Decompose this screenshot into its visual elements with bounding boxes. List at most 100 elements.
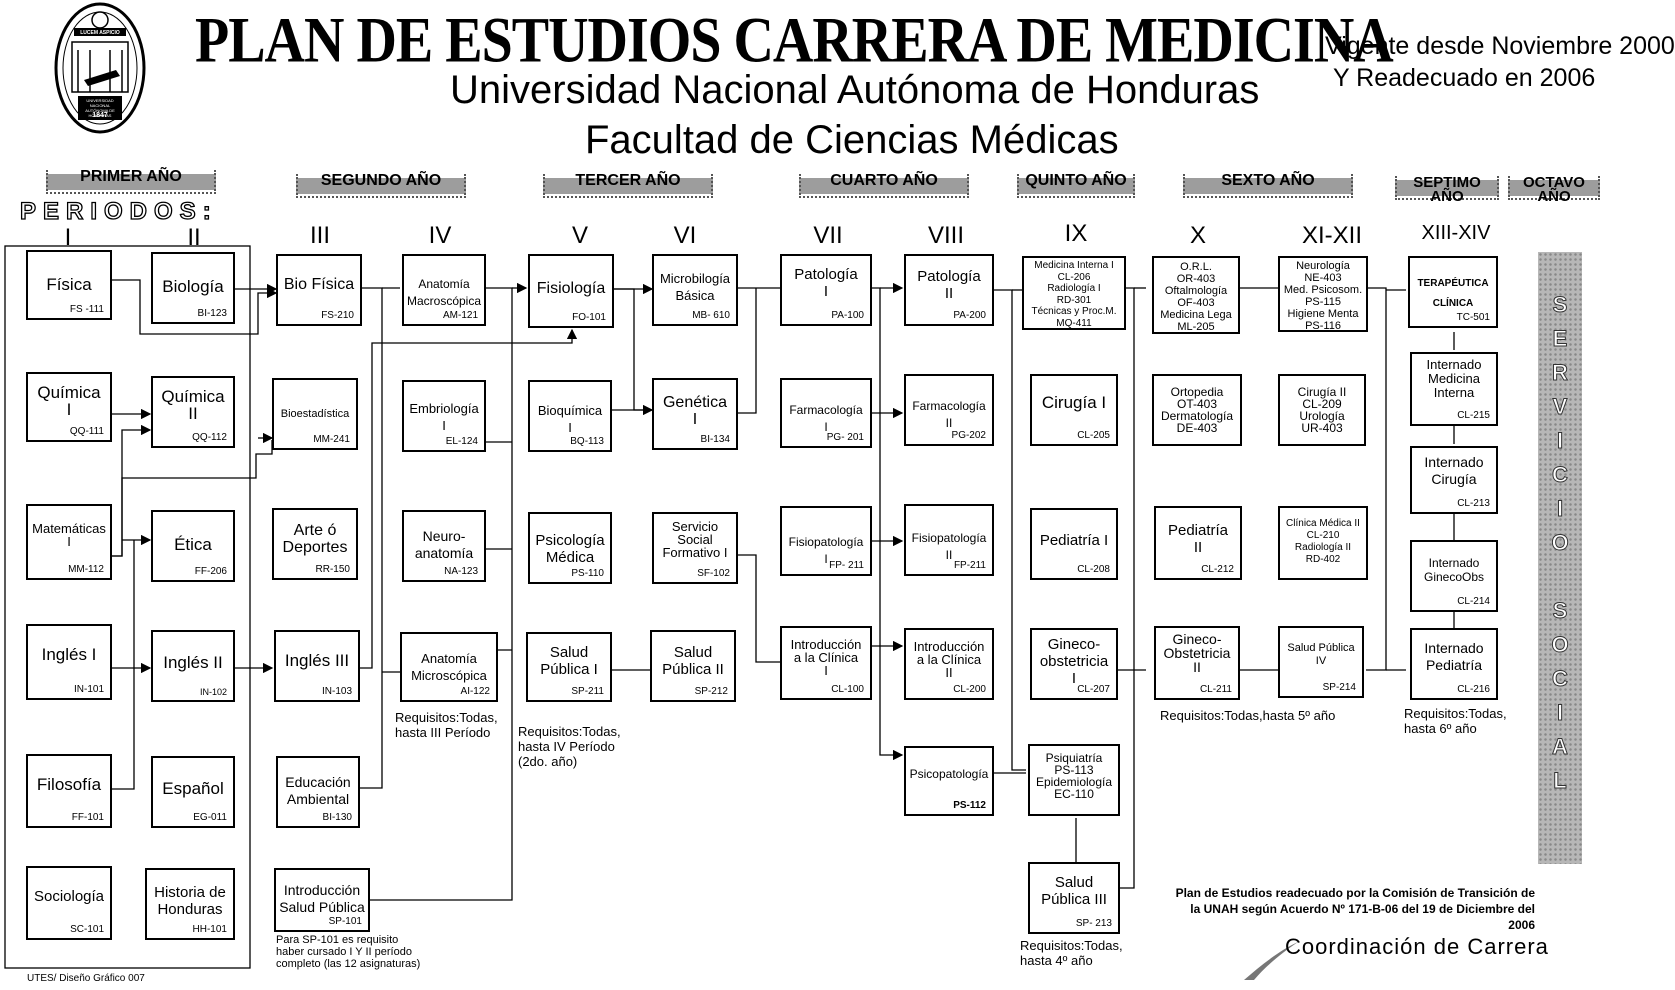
requirement-note: Requisitos:Todas, hasta 4º año — [1020, 938, 1123, 968]
period-13-14: XIII-XIV — [1421, 222, 1491, 244]
course-box[interactable]: Clínica Médica II CL-210 Radiología II R… — [1278, 506, 1368, 580]
prerequisite-lines — [4, 2, 1455, 969]
faculty-name: Facultad de Ciencias Médicas — [585, 118, 1119, 162]
period-7: VII — [813, 222, 843, 249]
period-3: III — [309, 222, 330, 249]
year-4: CUARTO AÑO — [799, 173, 969, 198]
period-11-12: XI-XII — [1301, 222, 1362, 249]
page-title: PLAN DE ESTUDIOS CARRERA DE MEDICINA — [195, 5, 1394, 77]
year-6: SEXTO AÑO — [1183, 173, 1353, 198]
period-9: IX — [1064, 220, 1088, 247]
coordination-label: Coordinación de Carrera — [1285, 934, 1549, 959]
seal-motto: LUCEM ASPICIO — [80, 30, 120, 36]
period-5: V — [571, 222, 588, 249]
servicio-letter: S — [1552, 598, 1568, 624]
servicio-letter: E — [1552, 326, 1568, 352]
period-8: VIII — [927, 222, 964, 249]
design-credit: UTES/ Diseño Gráfico 007 — [27, 973, 145, 984]
course-box[interactable]: Neurología NE-403 Med. Psicosom. PS-115 … — [1278, 256, 1368, 332]
periodos-label: PERIODOS: — [19, 197, 218, 225]
servicio-letter: I — [1556, 428, 1564, 454]
servicio-letter: L — [1553, 768, 1567, 794]
servicio-letter: C — [1552, 462, 1569, 488]
servicio-letter: V — [1552, 394, 1568, 420]
year-2: SEGUNDO AÑO — [296, 173, 466, 198]
period-10: X — [1189, 222, 1206, 249]
year-1: PRIMER AÑO — [46, 169, 216, 194]
seal-logo — [54, 2, 146, 134]
servicio-letter: R — [1552, 360, 1569, 386]
servicio-letter: I — [1556, 700, 1564, 726]
year-3: TERCER AÑO — [543, 173, 713, 198]
servicio-letter: I — [1556, 496, 1564, 522]
requirement-note: Requisitos:Todas, hasta 6º año — [1404, 706, 1507, 736]
servicio-letter: S — [1552, 292, 1568, 318]
university-name: Universidad Nacional Autónoma de Hondura… — [450, 68, 1260, 112]
period-6: VI — [673, 222, 697, 249]
course-box[interactable]: O.R.L. OR-403 Oftalmología OF-403 Medici… — [1152, 256, 1240, 334]
servicio-letter: C — [1552, 666, 1569, 692]
requirement-note: Requisitos:Todas, hasta IV Período (2do.… — [518, 724, 621, 769]
servicio-letter: O — [1551, 530, 1569, 556]
servicio-letter: A — [1552, 734, 1569, 760]
period-2: II — [187, 224, 201, 251]
course-box[interactable]: Ortopedia OT-403 Dermatología DE-403 — [1152, 374, 1242, 446]
course-box[interactable]: Cirugía II CL-209 Urología UR-403 — [1278, 374, 1366, 446]
course-box[interactable]: Medicina Interna I CL-206 Radiología I R… — [1022, 256, 1126, 330]
requirement-note: Requisitos:Todas,hasta 5º año — [1160, 708, 1336, 723]
course-box[interactable]: Psiquiatría PS-113 Epidemiología EC-110 — [1028, 744, 1120, 816]
